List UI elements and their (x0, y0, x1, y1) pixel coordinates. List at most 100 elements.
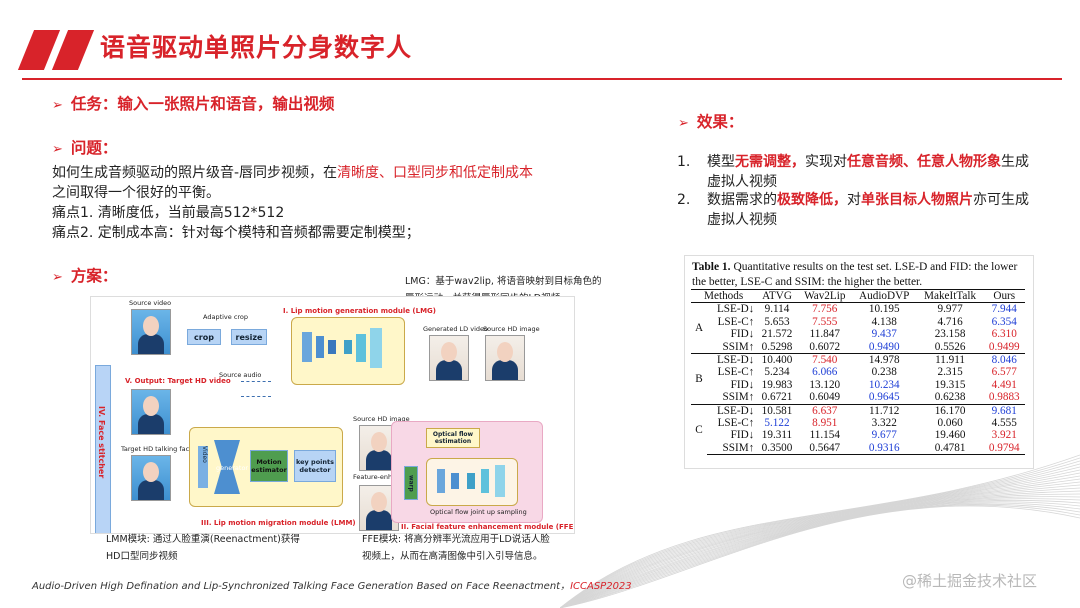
ffe-note-line-2: 视频上，从而在高清图像中引入引导信息。 (362, 551, 543, 562)
crop-box: crop (187, 329, 221, 345)
results-table-box: Table 1. Quantitative results on the tes… (684, 255, 1034, 469)
table-cell: 0.9883 (988, 391, 1020, 404)
table-cell: 5.653 (764, 315, 790, 328)
pain-point-1: 痛点1. 清晰度低，当前最高512*512 (52, 205, 285, 221)
table-cell: 13.120 (809, 378, 841, 391)
table-cell: 0.9316 (851, 441, 917, 456)
table-cell: 6.066 (812, 366, 838, 379)
feature-enhanced-face (359, 485, 399, 531)
resize-box: resize (231, 329, 267, 345)
table-cell: 10.234 (868, 378, 900, 391)
table-metric: SSIM↑ (722, 340, 755, 353)
table-cell: 16.170 (916, 403, 984, 418)
table-caption-label: Table 1. (692, 261, 731, 273)
header-audiodvp: AudioDVP (851, 288, 917, 304)
table-cell: 11.911 (916, 353, 984, 367)
table-cell: 3.921 (991, 429, 1017, 442)
adaptive-crop-label: Adaptive crop (203, 313, 249, 321)
task-heading: 任务：输入一张照片和语音，输出视频 (70, 95, 335, 113)
pain-point-2: 痛点2. 定制成本高：针对每个模特和音频都需要定制模型； (52, 225, 420, 241)
table-cell: 7.540 (797, 353, 852, 367)
keypoints-detector-box: key points detector (294, 450, 336, 482)
motion-estimator-box: Motion estimator (250, 450, 288, 482)
table-metric: LSE-D↓ (716, 303, 755, 316)
lmm-note-line-2: HD口型同步视频 (106, 551, 178, 562)
table-cell: 5.234 (764, 366, 790, 379)
source-audio-label: Source audio (219, 371, 262, 379)
lmm-note-line-1: LMM模块: 通过人脸重演(Reenactment)获得 (106, 534, 300, 545)
lmg-note-line-1: LMG：基于wav2lip, 将语音映射到目标角色的 (405, 276, 602, 287)
upsampling-label: Optical flow joint up sampling (430, 508, 527, 516)
effect-item-1-text-c: 实现对 (805, 154, 847, 170)
arrow-right-icon: ➢ (52, 270, 63, 285)
table-cell: 5.122 (764, 417, 790, 430)
effect-item-1-text-b: 无需调整， (735, 154, 805, 170)
table-cell: 19.311 (761, 429, 793, 442)
table-cell: 14.978 (851, 353, 917, 367)
table-group-label: B (691, 353, 707, 405)
upsampling-box (426, 458, 518, 506)
ffe-note: FFE模块: 将高分辨率光流应用于LD说话人脸 视频上，从而在高清图像中引入引导… (362, 531, 550, 565)
table-cell: 0.060 (937, 417, 963, 430)
table-cell: 9.977 (937, 303, 963, 316)
table-cell: 6.354 (991, 315, 1017, 328)
table-cell: 0.5526 (934, 340, 966, 353)
table-cell: 9.437 (871, 328, 897, 341)
header-methods: Methods (691, 288, 757, 304)
problem-bullet: ➢问题： (52, 136, 117, 158)
table-cell: 4.716 (937, 315, 963, 328)
table-cell: 19.983 (761, 378, 793, 391)
table-cell: 7.944 (991, 303, 1017, 316)
table-cell: 9.114 (764, 303, 790, 316)
target-hd-face (131, 455, 171, 501)
table-metric: LSE-C↑ (717, 417, 755, 430)
target-hd-label: Target HD talking face (121, 445, 194, 453)
watermark: @稀土掘金技术社区 (902, 572, 1038, 590)
table-cell: 21.572 (761, 328, 793, 341)
table-cell: 0.9499 (988, 340, 1020, 353)
effect-item-1-text-a: 模型 (707, 154, 735, 170)
effect-item-2-text-a: 数据需求的 (707, 192, 777, 208)
table-cell: 4.138 (871, 315, 897, 328)
problem-line-2: 之间取得一个很好的平衡。 (52, 185, 220, 201)
effect-item-1-number: 1. (677, 154, 691, 170)
warp-box: warp (404, 466, 418, 500)
table-cell: 0.4781 (916, 441, 984, 456)
table-cell: 2.315 (937, 366, 963, 379)
table-metric: LSE-D↓ (707, 353, 757, 367)
table-cell: 0.6072 (809, 340, 841, 353)
problem-text-highlight: 清晰度、口型同步和低定制成本 (337, 165, 534, 181)
table-caption: Table 1. Quantitative results on the tes… (692, 260, 1028, 290)
problem-text-a: 如何生成音频驱动的照片级音-唇同步视频，在 (52, 165, 338, 181)
header-wav2lip: Wav2Lip (797, 288, 852, 304)
table-group-label: C (691, 403, 707, 455)
table-metric: FID↓ (730, 429, 755, 442)
table-cell: 11.154 (809, 429, 840, 442)
output-label: V. Output: Target HD video (125, 377, 231, 385)
table-cell: 0.5647 (797, 441, 852, 456)
table-cell: 0.238 (871, 366, 897, 379)
table-metric: LSE-D↓ (707, 403, 757, 418)
table-cell: 6.577 (991, 366, 1017, 379)
face-stitcher-bar: IV. Face stitcher (95, 365, 111, 533)
table-cell: 23.158 (934, 328, 966, 341)
table-cell: 3.322 (871, 417, 897, 430)
task-bullet: ➢ 任务：输入一张照片和语音，输出视频 (52, 92, 334, 114)
arrow-right-icon: ➢ (52, 98, 63, 113)
source-hd-top-face (485, 335, 525, 381)
generated-ld-face (429, 335, 469, 381)
effect-item-1-text-f: 生成虚拟人视频 (707, 154, 1029, 190)
table-cell: 0.6049 (809, 391, 841, 404)
header-makeittalk: MakeItTalk (916, 288, 984, 304)
optical-flow-box: Optical flow estimation (426, 428, 480, 448)
source-video-label: Source video (129, 299, 172, 307)
lmm-note: LMM模块: 通过人脸重演(Reenactment)获得 HD口型同步视频 (106, 531, 300, 565)
effect-item-2: 2. 数据需求的极致降低，对单张目标人物照片亦可生成虚拟人视频 (677, 190, 1057, 230)
effect-item-2-text-c: 对 (847, 192, 861, 208)
